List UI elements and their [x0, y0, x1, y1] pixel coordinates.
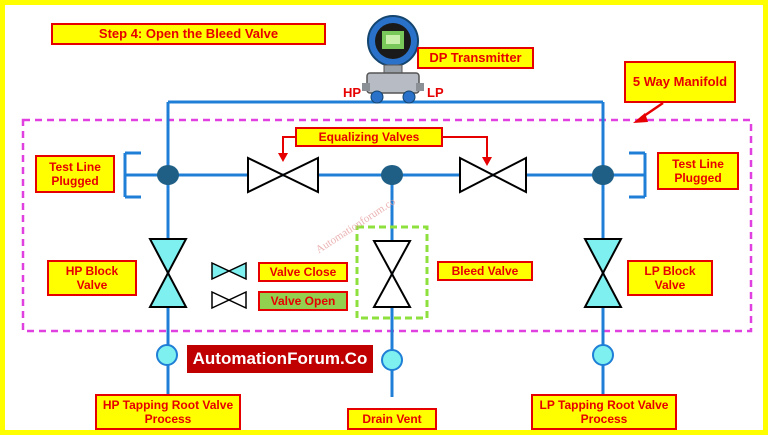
bleed-valve-highlight: [355, 225, 429, 320]
drain-vent-label: Drain Vent: [347, 408, 437, 430]
test-line-right-label: Test Line Plugged: [657, 152, 739, 190]
bleed-valve: [372, 240, 412, 308]
dp-transmitter-label: DP Transmitter: [417, 47, 534, 69]
hp-port-label: HP: [343, 85, 362, 100]
equalizing-arrow-right: [443, 136, 488, 161]
brand-logo: AutomationForum.Co: [187, 345, 373, 373]
step-title: Step 4: Open the Bleed Valve: [51, 23, 326, 45]
manifold-boundary: [21, 118, 753, 333]
equalizing-arrow-left: [282, 136, 295, 157]
lp-tapping-label: LP Tapping Root Valve Process: [531, 394, 677, 430]
lp-port-label: LP: [427, 85, 444, 100]
test-line-right-plug: [629, 151, 647, 199]
junction-lp: [592, 165, 614, 185]
junction-hp: [157, 165, 179, 185]
test-line-left-plug: [123, 151, 141, 199]
legend-open-symbol: [211, 290, 247, 310]
dp-transmitter-icon: [362, 15, 424, 104]
hp-block-valve: [148, 238, 188, 308]
legend-closed-symbol: [211, 261, 247, 281]
lp-block-valve: [583, 238, 623, 308]
test-line-left-label: Test Line Plugged: [35, 155, 115, 193]
equalizing-valves-label: Equalizing Valves: [295, 127, 443, 147]
hp-block-valve-label: HP Block Valve: [47, 260, 137, 296]
lp-tapping-root-valve: [592, 344, 614, 366]
equalizing-valve-right: [459, 156, 527, 194]
junction-center: [381, 165, 403, 185]
manifold-label: 5 Way Manifold: [624, 61, 736, 103]
hp-tapping-label: HP Tapping Root Valve Process: [95, 394, 241, 430]
legend-open-label: Valve Open: [258, 291, 348, 311]
hp-tapping-root-valve: [156, 344, 178, 366]
piping-diagram: [21, 15, 753, 397]
drain-root-valve: [381, 349, 403, 371]
bleed-valve-label: Bleed Valve: [437, 261, 533, 281]
legend-close-label: Valve Close: [258, 262, 348, 282]
equalizing-valve-left: [247, 156, 319, 194]
lp-block-valve-label: LP Block Valve: [627, 260, 713, 296]
